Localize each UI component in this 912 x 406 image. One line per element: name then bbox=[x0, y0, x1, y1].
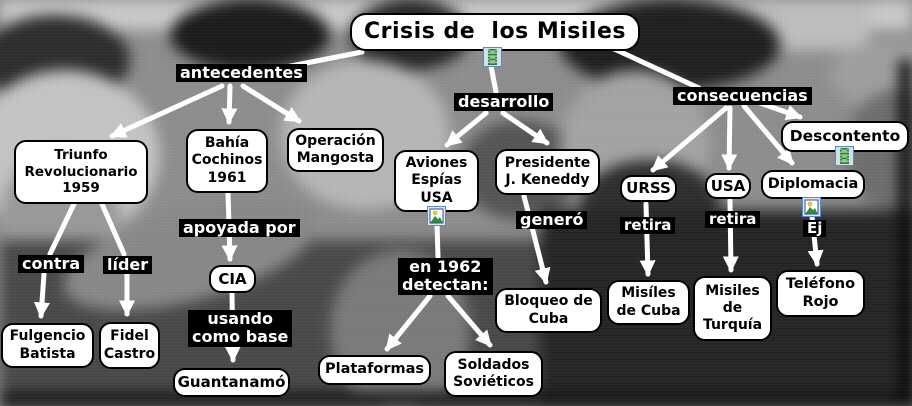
arrow-en1962-soldados bbox=[445, 293, 493, 348]
node-cia[interactable]: CIA bbox=[209, 265, 256, 293]
node-misiles-de-cuba[interactable]: Misíles de Cuba bbox=[607, 280, 690, 325]
arrow-en1962-plataformas bbox=[384, 293, 433, 352]
link-retira-usa[interactable]: retira bbox=[705, 210, 761, 229]
node-bahia-cochinos[interactable]: Bahía Cochinos 1961 bbox=[186, 129, 268, 193]
aviones-image-icon[interactable] bbox=[427, 206, 446, 226]
link-apoyada-por[interactable]: apoyada por bbox=[179, 218, 300, 238]
link-desarrollo[interactable]: desarrollo bbox=[454, 92, 554, 112]
node-diplomacia[interactable]: Diplomacia bbox=[761, 170, 865, 199]
node-title[interactable]: Crisis de los Misiles bbox=[350, 13, 640, 51]
line-title-desarrollo bbox=[488, 63, 499, 95]
arrow-contra-fulgencio bbox=[33, 271, 50, 319]
link-lider[interactable]: líder bbox=[103, 255, 153, 275]
link-contra[interactable]: contra bbox=[18, 254, 85, 274]
link-ej[interactable]: Ej bbox=[803, 219, 827, 238]
line-aviones-en1962 bbox=[434, 220, 441, 260]
link-usando-como-base[interactable]: usando como base bbox=[188, 309, 293, 347]
link-en-1962-detectan[interactable]: en 1962 detectan: bbox=[398, 257, 493, 295]
node-plataformas[interactable]: Plataformas bbox=[318, 355, 431, 385]
line-triunfo-lider bbox=[99, 201, 127, 257]
descontento-film-icon[interactable] bbox=[835, 146, 854, 166]
arrow-consecuencias-usa bbox=[721, 105, 738, 171]
node-bloqueo-de-cuba[interactable]: Bloqueo de Cuba bbox=[495, 288, 602, 333]
node-aviones-espias-usa[interactable]: Aviones Espías USA bbox=[394, 150, 479, 212]
arrow-antecedentes-triunfo bbox=[109, 83, 225, 139]
node-soldados-sovieticos[interactable]: Soldados Soviéticos bbox=[444, 351, 543, 397]
arrow-antecedentes-operacion bbox=[240, 83, 302, 124]
arrow-presidente-bloqueo bbox=[521, 193, 551, 285]
link-consecuencias[interactable]: consecuencias bbox=[673, 86, 812, 106]
diplomacia-image-icon[interactable] bbox=[802, 197, 821, 217]
node-presidente-keneddy[interactable]: Presidente J. Keneddy bbox=[495, 149, 600, 195]
line-triunfo-contra bbox=[47, 201, 77, 257]
arrow-consecuencias-diplomacia bbox=[741, 103, 795, 166]
arrow-desarrollo-presidente bbox=[500, 110, 550, 146]
node-urss[interactable]: URSS bbox=[620, 175, 677, 202]
node-triunfo-revolucionario[interactable]: Triunfo Revolucionario 1959 bbox=[14, 140, 148, 204]
arrow-urss-misiles-cuba bbox=[639, 201, 656, 277]
node-telefono-rojo[interactable]: Teléfono Rojo bbox=[776, 270, 865, 317]
node-guantanamo[interactable]: Guantanamó bbox=[173, 368, 290, 397]
arrow-antecedentes-bahia bbox=[221, 83, 238, 125]
title-film-icon[interactable] bbox=[483, 47, 502, 67]
node-misiles-de-turquia[interactable]: Misiles de Turquía bbox=[693, 276, 772, 341]
node-operacion-mangosta[interactable]: Operación Mangosta bbox=[287, 128, 384, 172]
link-antecedentes[interactable]: antecedentes bbox=[176, 63, 307, 83]
arrow-desarrollo-aviones bbox=[444, 110, 489, 148]
node-usa[interactable]: USA bbox=[705, 173, 751, 199]
arrow-consecuencias-urss bbox=[650, 105, 729, 173]
link-genero[interactable]: generó bbox=[516, 210, 588, 230]
line-title-consecuencias bbox=[609, 45, 702, 91]
node-fulgencio-batista[interactable]: Fulgencio Batista bbox=[1, 323, 94, 368]
link-retira-urss[interactable]: retira bbox=[620, 216, 676, 235]
node-fidel-castro[interactable]: Fidel Castro bbox=[99, 322, 160, 369]
